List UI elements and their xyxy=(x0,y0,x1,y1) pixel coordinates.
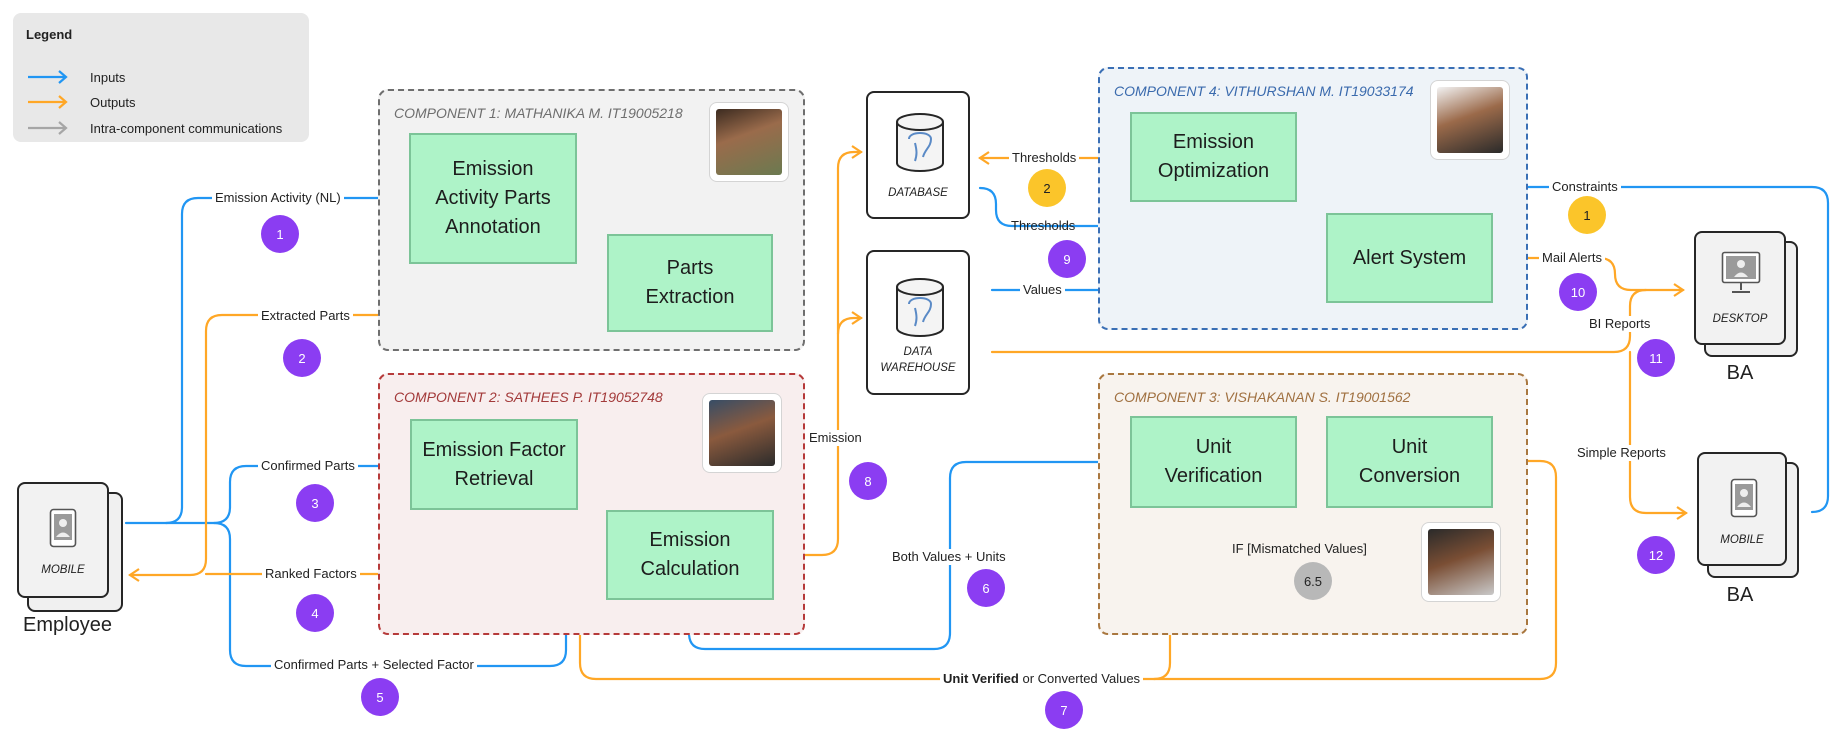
component-3-title: COMPONENT 3: VISHAKANAN S. IT19001562 xyxy=(1114,389,1411,405)
ba-mobile-device[interactable]: MOBILE xyxy=(1697,452,1799,578)
step-badge-12: 12 xyxy=(1637,536,1675,574)
flow-warehouse-to-desktop xyxy=(990,288,1648,354)
employee-name: Employee xyxy=(23,614,112,636)
legend-title: Legend xyxy=(26,27,73,42)
desktop-monitor-icon xyxy=(1721,251,1761,293)
verification-box[interactable]: Unit Verification xyxy=(1130,416,1297,508)
database-label: DATABASE xyxy=(888,187,948,199)
ba-desktop-label: DESKTOP xyxy=(1712,313,1768,325)
ba-name-2: BA xyxy=(1726,584,1754,606)
label-constraints: Constraints xyxy=(1549,179,1621,195)
flow-warehouse-to-ba-mobile xyxy=(1628,350,1688,520)
label-emission-activity: Emission Activity (NL) xyxy=(212,190,344,206)
component-1-title: COMPONENT 1: MATHANIKA M. IT19005218 xyxy=(394,105,683,121)
step-badge-3: 3 xyxy=(296,484,334,522)
calculation-box[interactable]: Emission Calculation xyxy=(606,510,774,600)
flow-emission-to-database xyxy=(836,145,863,336)
database-icon xyxy=(896,113,944,172)
label-emission: Emission xyxy=(806,430,865,446)
step-badge-6: 6 xyxy=(967,569,1005,607)
label-unit-verified: Unit Verified or Converted Values xyxy=(940,671,1144,687)
step-badge-11: 11 xyxy=(1637,339,1675,377)
mobile-phone-icon xyxy=(1730,478,1758,518)
annotation-box[interactable]: Emission Activity Parts Annotation xyxy=(409,133,577,264)
ba-mobile-label: MOBILE xyxy=(1720,534,1764,546)
step-badge-1: 1 xyxy=(261,215,299,253)
label-bi-reports: BI Reports xyxy=(1586,316,1654,332)
step-badge-6-5: 6.5 xyxy=(1294,562,1332,600)
label-simple-reports: Simple Reports xyxy=(1574,445,1669,461)
flow-employee-to-factor-retrieval xyxy=(164,459,411,525)
legend: Legend Inputs Outputs Intra-component co… xyxy=(13,13,309,142)
database-store[interactable]: DATABASE xyxy=(866,91,970,219)
label-if-mismatched: IF [Mismatched Values] xyxy=(1229,541,1370,557)
label-confirmed-selected: Confirmed Parts + Selected Factor xyxy=(271,657,477,673)
step-badge-yellow-1: 1 xyxy=(1568,196,1606,234)
member-photo-3 xyxy=(1421,522,1501,602)
step-badge-8: 8 xyxy=(849,462,887,500)
ba-desktop-device[interactable]: DESKTOP xyxy=(1694,231,1798,357)
label-thresholds-out: Thresholds xyxy=(1009,150,1080,166)
label-unit-verified-rest: Converted Values xyxy=(1037,671,1141,686)
flow-calculation-to-verification xyxy=(687,455,1132,651)
member-photo-1 xyxy=(709,102,789,182)
legend-intra: Intra-component communications xyxy=(26,118,282,138)
step-badge-5: 5 xyxy=(361,678,399,716)
step-badge-4: 4 xyxy=(296,594,334,632)
gray-arrow-icon xyxy=(28,121,68,135)
component-2-title: COMPONENT 2: SATHEES P. IT19052748 xyxy=(394,389,663,405)
optimization-box[interactable]: Emission Optimization xyxy=(1130,112,1297,202)
legend-outputs-label: Outputs xyxy=(90,94,136,110)
data-warehouse-store[interactable]: DATA WAREHOUSE xyxy=(866,250,970,395)
warehouse-icon xyxy=(896,278,944,337)
employee-mobile-device[interactable]: MOBILE xyxy=(17,482,123,612)
step-badge-7: 7 xyxy=(1045,691,1083,729)
member-photo-4 xyxy=(1430,80,1510,160)
extraction-box[interactable]: Parts Extraction xyxy=(607,234,773,332)
label-unit-verified-bold: Unit Verified xyxy=(943,671,1019,686)
label-mail-alerts: Mail Alerts xyxy=(1539,250,1605,266)
step-badge-10: 10 xyxy=(1559,273,1597,311)
label-confirmed-parts: Confirmed Parts xyxy=(258,458,358,474)
warehouse-label: DATA WAREHOUSE xyxy=(880,346,956,374)
conversion-box[interactable]: Unit Conversion xyxy=(1326,416,1493,508)
label-values: Values xyxy=(1020,282,1065,298)
legend-inputs: Inputs xyxy=(26,67,125,87)
employee-device-label: MOBILE xyxy=(41,564,85,576)
flow-conversion-to-calculation xyxy=(1152,459,1558,681)
ba-name-1: BA xyxy=(1726,362,1754,384)
mobile-phone-icon xyxy=(49,508,77,548)
legend-outputs: Outputs xyxy=(26,92,136,112)
component-4-title: COMPONENT 4: VITHURSHAN M. IT19033174 xyxy=(1114,83,1414,99)
step-badge-yellow-2: 2 xyxy=(1028,169,1066,207)
label-ranked-factors: Ranked Factors xyxy=(262,566,360,582)
blue-arrow-icon xyxy=(28,70,68,84)
factor-retrieval-box[interactable]: Emission Factor Retrieval xyxy=(410,419,578,510)
label-both-values-units: Both Values + Units xyxy=(889,549,1009,565)
orange-arrow-icon xyxy=(28,95,68,109)
label-unit-verified-or: or xyxy=(1022,671,1035,686)
step-badge-2: 2 xyxy=(283,339,321,377)
alert-system-box[interactable]: Alert System xyxy=(1326,213,1493,303)
legend-intra-label: Intra-component communications xyxy=(90,120,283,136)
member-photo-2 xyxy=(702,393,782,473)
label-thresholds-in: Thresholds xyxy=(1011,218,1076,233)
step-badge-9: 9 xyxy=(1048,240,1086,278)
legend-inputs-label: Inputs xyxy=(90,69,126,85)
label-extracted-parts: Extracted Parts xyxy=(258,308,353,324)
